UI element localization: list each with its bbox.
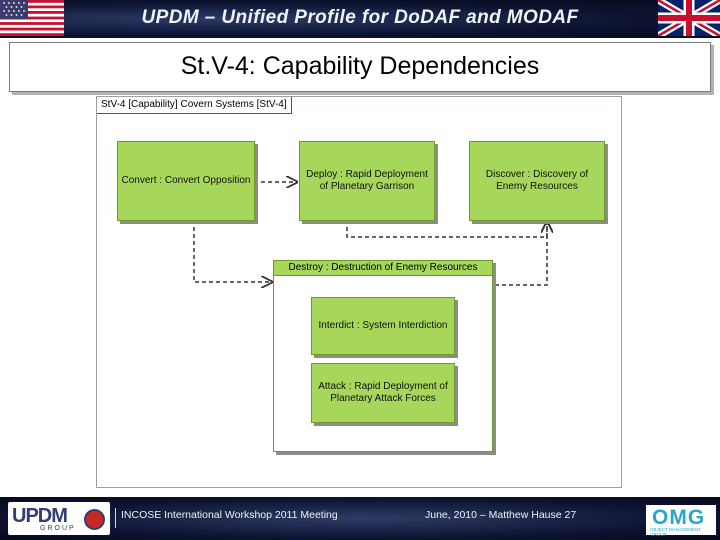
capability-attack-label-line2: Planetary Attack Forces — [330, 393, 436, 404]
dependency-arrows — [193, 97, 621, 487]
header-title: UPDM – Unified Profile for DoDAF and MOD… — [141, 7, 579, 28]
footer-divider — [115, 508, 116, 528]
capability-interdict[interactable]: Interdict : System Interdiction — [311, 297, 455, 355]
updm-logo: UPDM GROUP — [8, 502, 110, 535]
slide-title: St.V-4: Capability Dependencies — [180, 52, 540, 80]
capability-destroy[interactable]: Destroy : Destruction of Enemy Resources… — [273, 260, 493, 452]
capability-convert[interactable]: Convert : Convert Opposition — [117, 141, 255, 221]
capability-destroy-label: Destroy : Destruction of Enemy Resources — [274, 261, 492, 276]
capability-interdict-label: Interdict : System Interdiction — [318, 320, 448, 331]
updm-logo-subtext: GROUP — [40, 525, 76, 532]
capability-diagram-frame: StV-4 [Capability] Covern Systems [StV-4… — [96, 96, 622, 488]
footer-bar: UPDM GROUP INCOSE International Workshop… — [0, 497, 720, 540]
capability-discover[interactable]: Discover : Discovery of Enemy Resources — [469, 141, 605, 221]
arrow-deploy-to-discover — [346, 220, 547, 238]
slide-title-box: St.V-4: Capability Dependencies — [9, 42, 711, 92]
omg-logo-text: OMG — [652, 506, 706, 529]
capability-deploy[interactable]: Deploy : Rapid Deployment of Planetary G… — [299, 141, 435, 221]
capability-deploy-label-line2: of Planetary Garrison — [319, 181, 415, 192]
footer-event-text: INCOSE International Workshop 2011 Meeti… — [121, 509, 338, 521]
us-flag-icon — [0, 0, 64, 36]
arrow-destroy-to-discover — [495, 222, 547, 286]
arrow-convert-to-destroy — [193, 220, 272, 282]
capability-attack[interactable]: Attack : Rapid Deployment of Planetary A… — [311, 363, 455, 423]
uk-flag-icon — [658, 0, 720, 36]
diagram-frame-label: StV-4 [Capability] Covern Systems [StV-4… — [97, 97, 292, 114]
updm-logo-text: UPDM — [12, 505, 68, 527]
omg-logo-subtext: OBJECT MANAGEMENT GROUP — [650, 527, 702, 537]
capability-deploy-label-line1: Deploy : Rapid Deployment — [306, 169, 428, 180]
footer-date-page-text: June, 2010 – Matthew Hause 27 — [425, 509, 577, 521]
header-bar: UPDM – Unified Profile for DoDAF and MOD… — [0, 0, 720, 38]
updm-logo-dot-icon — [84, 509, 105, 530]
capability-attack-label-line1: Attack : Rapid Deployment of — [318, 381, 448, 392]
capability-convert-label: Convert : Convert Opposition — [121, 175, 251, 186]
capability-discover-label-line1: Discover : Discovery of — [485, 169, 589, 180]
capability-discover-label-line2: Enemy Resources — [496, 181, 578, 192]
omg-logo: OMG OBJECT MANAGEMENT GROUP — [646, 505, 716, 537]
